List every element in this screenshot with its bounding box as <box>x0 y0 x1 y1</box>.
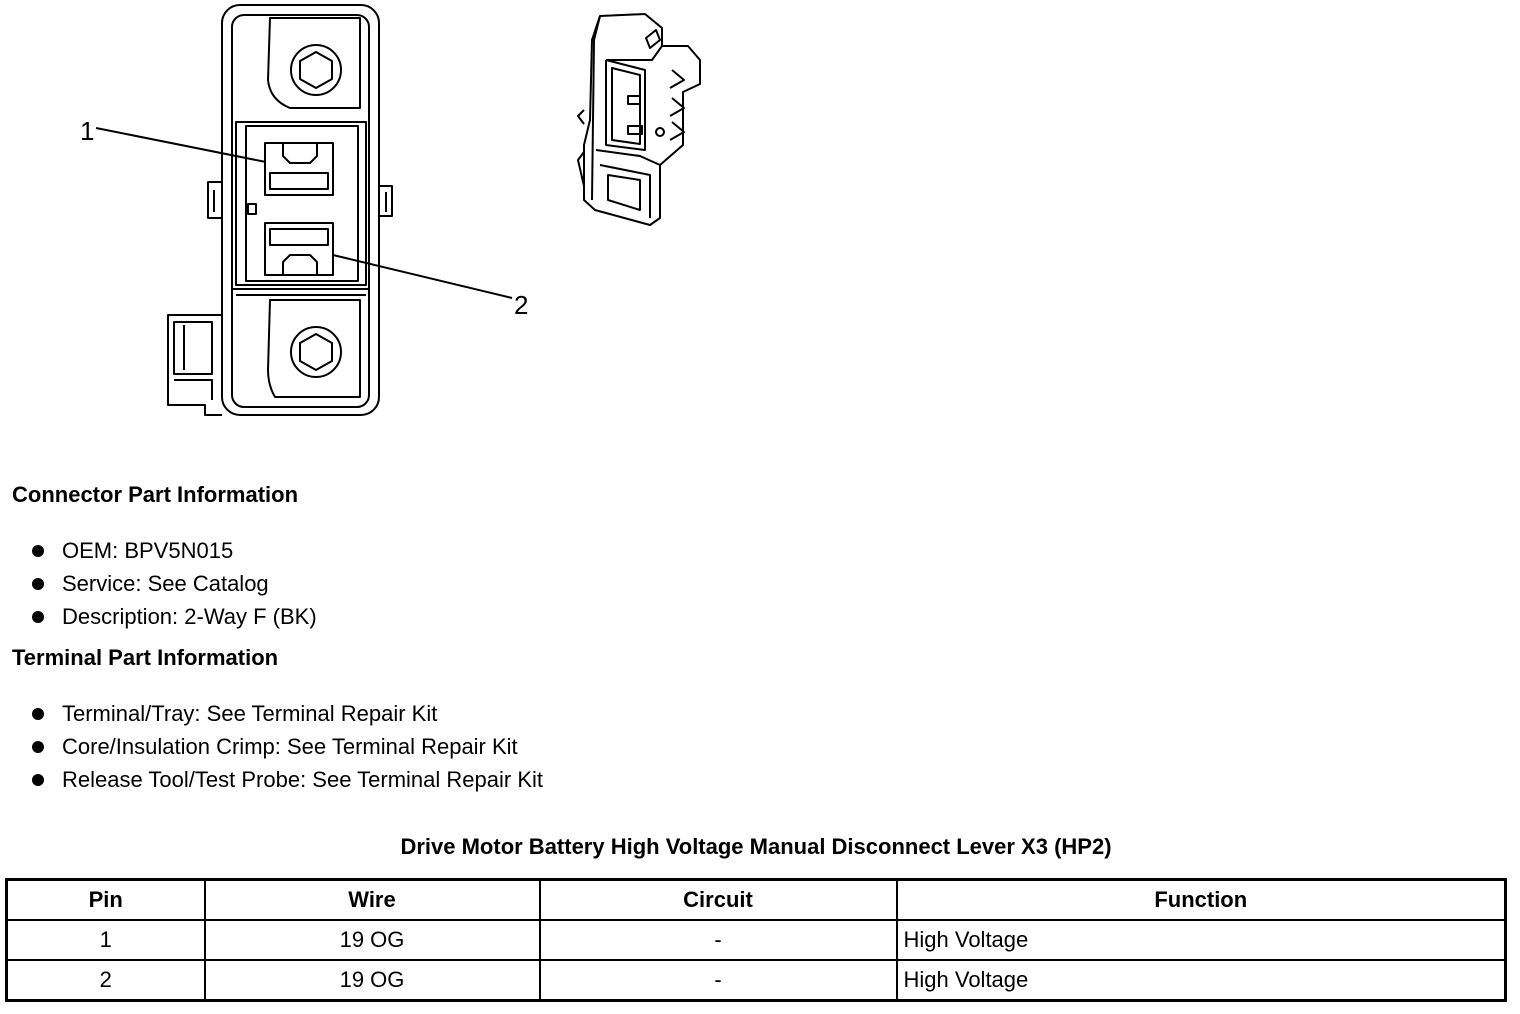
list-item: Description: 2-Way F (BK) <box>30 600 317 633</box>
header-function: Function <box>895 878 1507 921</box>
cell-pin: 1 <box>5 919 206 961</box>
table-row: 2 19 OG - High Voltage <box>5 959 1507 1002</box>
cell-pin: 2 <box>5 959 206 1002</box>
header-pin: Pin <box>5 878 206 921</box>
table-header-row: Pin Wire Circuit Function <box>5 878 1507 921</box>
callout-2-label: 2 <box>514 290 528 320</box>
list-item: Terminal/Tray: See Terminal Repair Kit <box>30 697 543 730</box>
callout-1-label: 1 <box>80 116 94 146</box>
cell-circuit: - <box>538 919 898 961</box>
callout-1-leader <box>95 127 267 163</box>
cell-function: High Voltage <box>895 959 1507 1002</box>
connector-info-heading: Connector Part Information <box>12 482 299 507</box>
terminal-info-list: Terminal/Tray: See Terminal Repair Kit C… <box>30 697 543 796</box>
list-item: OEM: BPV5N015 <box>30 534 317 567</box>
pinout-table: Pin Wire Circuit Function 1 19 OG - High… <box>5 878 1507 1002</box>
list-item: Release Tool/Test Probe: See Terminal Re… <box>30 763 543 796</box>
terminal-info-heading: Terminal Part Information <box>12 645 279 670</box>
callout-2-leader <box>332 254 513 299</box>
connector-diagram: 1 2 <box>80 4 701 416</box>
header-circuit: Circuit <box>538 878 898 921</box>
header-wire: Wire <box>203 878 541 921</box>
connector-isometric-view <box>577 13 701 226</box>
connector-face-view <box>167 4 393 416</box>
table-row: 1 19 OG - High Voltage <box>5 919 1507 961</box>
cell-function: High Voltage <box>895 919 1507 961</box>
list-item: Core/Insulation Crimp: See Terminal Repa… <box>30 730 543 763</box>
cell-circuit: - <box>538 959 898 1002</box>
cell-wire: 19 OG <box>203 919 541 961</box>
connector-info-list: OEM: BPV5N015 Service: See Catalog Descr… <box>30 534 317 633</box>
table-title: Drive Motor Battery High Voltage Manual … <box>400 834 1112 859</box>
list-item: Service: See Catalog <box>30 567 317 600</box>
cell-wire: 19 OG <box>203 959 541 1002</box>
